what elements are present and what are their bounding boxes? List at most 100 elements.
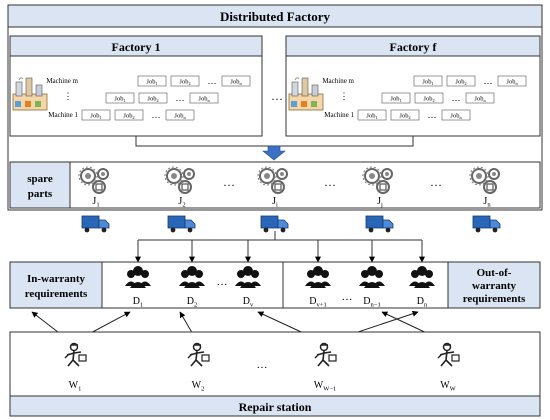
- job-cell: [189, 92, 219, 104]
- job-label: Job1: [390, 96, 401, 104]
- factory-f-machine-dots: ⋮: [340, 91, 349, 101]
- job-ellipsis: …: [176, 93, 185, 103]
- distribution-connector: [135, 231, 425, 263]
- job-cell: [105, 92, 135, 104]
- job-cell: [414, 92, 444, 104]
- in-warranty-label-box: [9, 261, 103, 309]
- spare-parts-label-box: [9, 161, 71, 209]
- job-cell: [357, 109, 387, 121]
- repair-station-footer: [9, 395, 541, 417]
- spare-parts-label-line1: spare: [27, 173, 53, 185]
- job-ellipsis: …: [428, 110, 437, 120]
- job-cell: [221, 75, 251, 87]
- worker-label: WW−1: [314, 380, 337, 393]
- job-label: Job2: [399, 113, 410, 121]
- spare-parts-list: J1 J2 Ji Jj Jn … … …: [78, 166, 500, 209]
- job-cell: [497, 75, 527, 87]
- in-warranty-label-line2: requirements: [25, 288, 88, 300]
- spare-parts-label-line2: parts: [28, 188, 53, 200]
- spare-parts-ellipsis: …: [324, 175, 336, 189]
- job-cell: [441, 109, 471, 121]
- factory-f-machine-m: Machine m: [322, 77, 354, 85]
- distributed-factory-title: Distributed Factory: [220, 9, 331, 24]
- job-label: Job2: [423, 96, 434, 104]
- spare-part-label: Ji: [272, 196, 278, 209]
- job-label: Jobn: [506, 79, 518, 87]
- job-cell: [137, 75, 167, 87]
- factory-1-machine-dots: ⋮: [64, 91, 73, 101]
- spare-part-label: J1: [92, 196, 99, 209]
- job-label: Job1: [146, 79, 157, 87]
- factory-ellipsis: …: [271, 89, 283, 103]
- factory-1-title: Factory 1: [112, 40, 161, 54]
- job-cell: [165, 109, 195, 121]
- job-cell: [390, 109, 420, 121]
- truck-icon: [472, 215, 501, 233]
- job-ellipsis: …: [452, 93, 461, 103]
- demand-label: Dv: [243, 296, 254, 309]
- job-label: Jobn: [198, 96, 210, 104]
- job-label: Jobn: [230, 79, 242, 87]
- out-warranty-label-line1: Out-of-: [477, 267, 512, 279]
- truck-list: [81, 215, 501, 233]
- factory-1-machine-1: Machine 1: [48, 111, 78, 119]
- repair-station-label: Repair station: [239, 400, 312, 414]
- job-label: Job1: [114, 96, 125, 104]
- job-label: Jobn: [474, 96, 486, 104]
- truck-icon: [365, 215, 394, 233]
- job-cell: [446, 75, 476, 87]
- job-cell: [114, 109, 144, 121]
- demand-label: D2: [187, 296, 197, 309]
- truck-icon: [81, 215, 110, 233]
- job-label: Jobn: [174, 113, 186, 121]
- truck-icon: [260, 215, 289, 233]
- job-cell: [81, 109, 111, 121]
- demand-label: D1: [133, 296, 143, 309]
- spare-part-label: Jj: [377, 196, 383, 209]
- factory-to-parts-arrow: [262, 145, 286, 161]
- job-cell: [381, 92, 411, 104]
- job-cell: [413, 75, 443, 87]
- demand-ellipsis: …: [217, 276, 228, 288]
- worker-ellipsis: …: [257, 359, 268, 371]
- job-ellipsis: …: [152, 110, 161, 120]
- demand-ellipsis: …: [342, 291, 353, 303]
- spare-part-label: J2: [178, 196, 185, 209]
- in-warranty-label-line1: In-warranty: [27, 273, 86, 285]
- job-label: Job2: [123, 113, 134, 121]
- worker-label: WW: [440, 380, 456, 393]
- worker-label: W2: [192, 380, 205, 393]
- job-label: Jobn: [450, 113, 462, 121]
- spare-parts-ellipsis: …: [430, 175, 442, 189]
- job-label: Job2: [179, 79, 190, 87]
- job-cell: [138, 92, 168, 104]
- spare-part-label: Jn: [483, 196, 491, 209]
- out-warranty-label-box: [447, 261, 541, 309]
- spare-parts-ellipsis: …: [223, 175, 235, 189]
- job-label: Job1: [422, 79, 433, 87]
- job-label: Job2: [455, 79, 466, 87]
- factory-f-title: Factory f: [390, 40, 438, 54]
- factory-f-machine-1: Machine 1: [324, 111, 354, 119]
- truck-icon: [167, 215, 196, 233]
- job-label: Job2: [147, 96, 158, 104]
- worker-list: W1 W2 WW−1 WW …: [64, 342, 460, 393]
- out-warranty-label-line3: requirements: [463, 293, 526, 305]
- factory-1-machine-m: Machine m: [46, 77, 78, 85]
- job-label: Job1: [366, 113, 377, 121]
- worker-label: W1: [69, 380, 82, 393]
- job-ellipsis: …: [484, 76, 493, 86]
- job-cell: [170, 75, 200, 87]
- job-ellipsis: …: [208, 76, 217, 86]
- job-label: Job1: [90, 113, 101, 121]
- job-cell: [465, 92, 495, 104]
- distributed-factory-header: [7, 4, 543, 28]
- out-warranty-label-line2: warranty: [472, 280, 516, 292]
- demand-label: Dv+1: [309, 296, 326, 309]
